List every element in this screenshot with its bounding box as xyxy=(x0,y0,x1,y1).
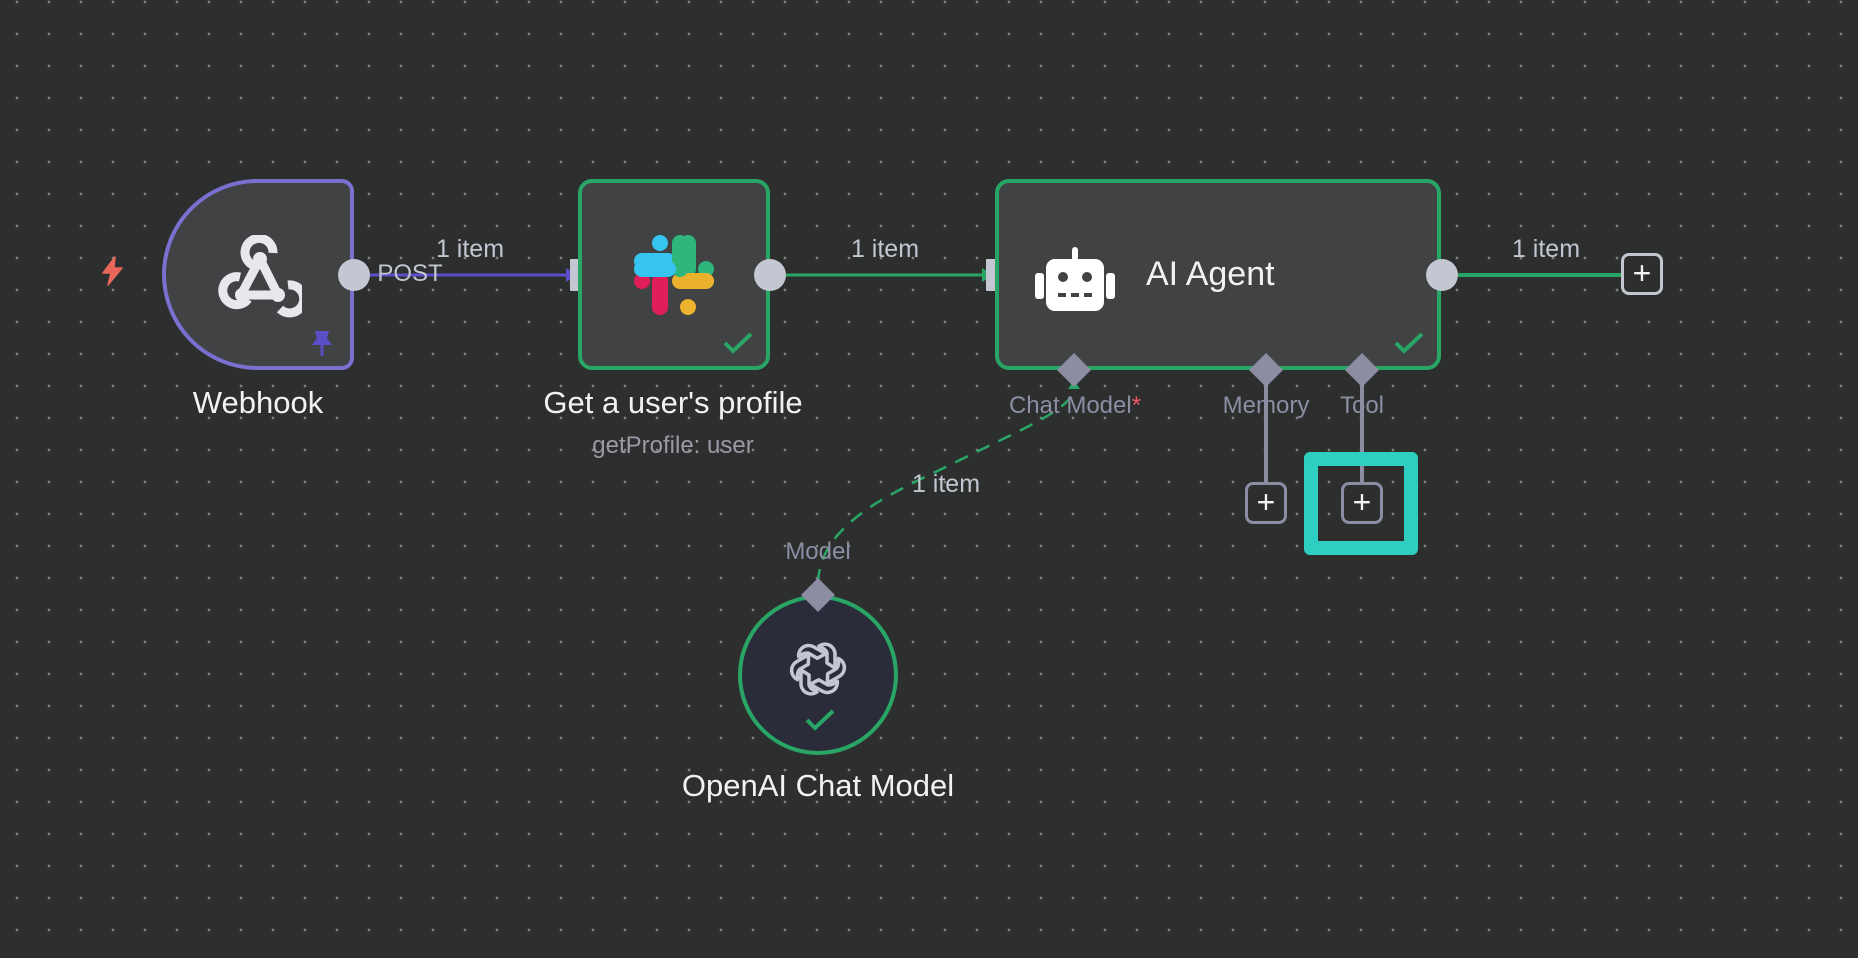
model-port-label: Model xyxy=(785,538,851,565)
edge-label-agent-out: 1 item xyxy=(1511,235,1581,263)
node-ai-agent-title: AI Agent xyxy=(1146,255,1275,293)
webhook-icon xyxy=(218,235,302,318)
edge-model-to-agent[interactable] xyxy=(816,389,1076,584)
agent-output-handle[interactable] xyxy=(1426,259,1458,291)
node-webhook-title: Webhook xyxy=(192,385,324,420)
node-slack-title: Get a user's profile xyxy=(543,385,803,420)
chat-model-port-label: Chat Model* xyxy=(1009,392,1141,420)
node-ai-agent[interactable]: AI Agent xyxy=(995,179,1441,370)
slack-output-handle[interactable] xyxy=(754,259,786,291)
trigger-bolt-icon xyxy=(102,256,123,286)
add-memory-button[interactable]: + xyxy=(1245,482,1287,524)
memory-port-label: Memory xyxy=(1222,392,1310,419)
add-next-node-button[interactable]: + xyxy=(1621,253,1663,295)
edge-label-model-agent: 1 item xyxy=(911,470,981,498)
node-slack-get-profile[interactable] xyxy=(578,179,770,370)
chat-model-label-text: Chat Model xyxy=(1008,392,1132,419)
node-slack-subtitle: getProfile: user xyxy=(592,432,754,459)
success-check-icon xyxy=(1394,332,1424,354)
required-marker: * xyxy=(1131,392,1142,419)
node-openai-chat-model[interactable] xyxy=(738,595,898,755)
openai-icon xyxy=(789,642,847,696)
tool-port-label: Tool xyxy=(1339,392,1385,419)
success-check-icon xyxy=(723,332,753,354)
pin-icon[interactable] xyxy=(310,329,334,359)
edge-label-slack-agent: 1 item xyxy=(850,235,920,263)
slack-icon xyxy=(634,235,714,315)
tool-highlight-box xyxy=(1304,452,1418,555)
success-check-icon xyxy=(805,709,835,731)
node-webhook[interactable] xyxy=(162,179,354,370)
edge-label-webhook-slack: 1 item xyxy=(435,235,505,263)
node-openai-title: OpenAI Chat Model xyxy=(681,768,955,803)
webhook-output-handle[interactable] xyxy=(338,259,370,291)
add-tool-button[interactable]: + xyxy=(1341,482,1383,524)
robot-icon xyxy=(1035,247,1115,311)
webhook-output-label: POST xyxy=(377,260,443,287)
